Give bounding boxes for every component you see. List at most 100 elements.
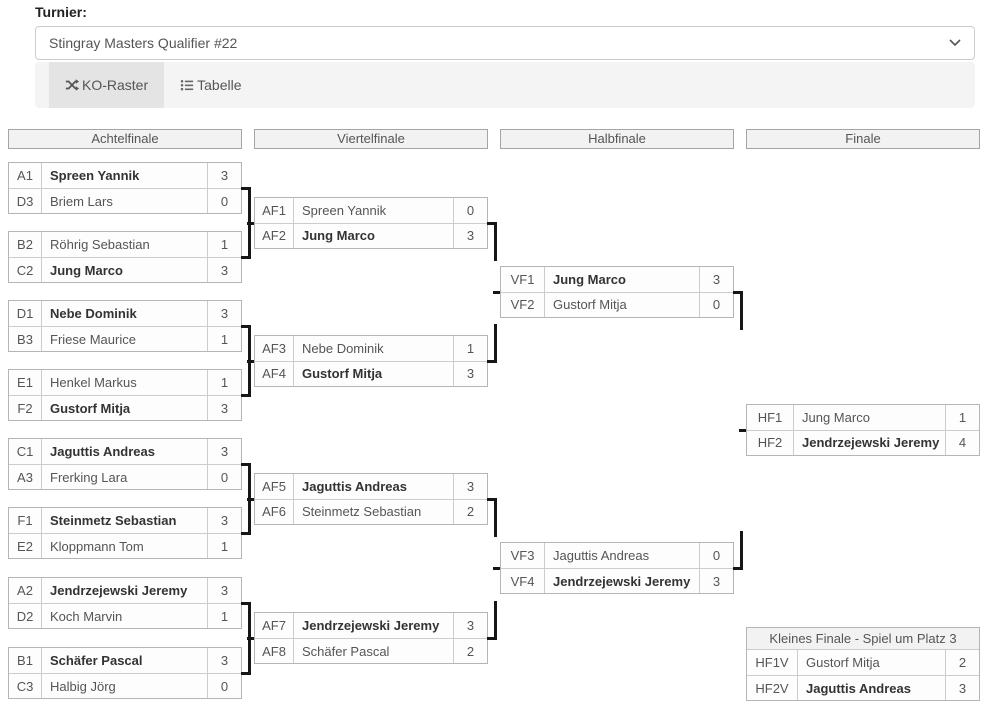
bracket-connector	[740, 531, 743, 571]
match-score: 3	[453, 473, 487, 499]
round-header-finale: Finale	[746, 129, 980, 149]
match-score: 0	[699, 292, 733, 317]
bracket-connector	[494, 323, 497, 363]
player-name: Frerking Lara	[50, 469, 128, 485]
match-score: 0	[207, 465, 241, 489]
match-score: 3	[207, 258, 241, 282]
bracket-connector	[740, 290, 743, 330]
bracket-connector	[248, 187, 251, 225]
match-seed: VF2	[501, 292, 545, 317]
match-seed: HF2	[747, 430, 794, 455]
match-seed: VF3	[501, 543, 545, 569]
match-seed: F1	[9, 508, 42, 533]
bracket-connector	[493, 290, 500, 294]
match-row: AF5 Jaguttis Andreas 3	[255, 473, 487, 499]
match-seed: AF3	[255, 335, 294, 361]
player-name: Jaguttis Andreas	[302, 478, 407, 494]
match-score: 3	[699, 569, 733, 594]
match-score: 4	[945, 430, 979, 455]
bracket-connector	[247, 637, 254, 640]
match-score: 1	[207, 370, 241, 395]
match-row: A3 Frerking Lara 0	[9, 464, 241, 489]
tournament-select-value: Stingray Masters Qualifier #22	[49, 35, 238, 51]
player-name: Jung Marco	[553, 271, 626, 287]
match-row: HF2 Jendrzejewski Jeremy 4	[747, 429, 979, 455]
player-name: Schäfer Pascal	[50, 653, 143, 668]
bracket-connector	[493, 567, 500, 571]
bracket-connector	[733, 290, 743, 294]
bracket-connector	[247, 359, 254, 363]
player-name: Briem Lars	[50, 193, 113, 209]
match-seed: C3	[9, 674, 42, 698]
match-score: 2	[945, 650, 979, 675]
player-name: Halbig Jörg	[50, 678, 116, 694]
tab-tabelle[interactable]: Tabelle	[164, 62, 257, 108]
match-seed: A1	[9, 163, 42, 188]
match-score: 3	[207, 163, 241, 188]
match-seed: A3	[9, 465, 42, 489]
bracket-connector	[248, 637, 251, 675]
player-name: Jaguttis Andreas	[50, 444, 155, 459]
match-seed: VF4	[501, 569, 545, 594]
player-name: Gustorf Mitja	[302, 366, 383, 381]
player-name: Kloppmann Tom	[50, 538, 144, 554]
player-name: Gustorf Mitja	[806, 655, 880, 670]
match-score: 3	[207, 439, 241, 464]
match-seed: A2	[9, 578, 42, 603]
player-name: Jendrzejewski Jeremy	[302, 618, 440, 633]
bracket-connector	[247, 497, 254, 501]
match-seed: HF1V	[747, 650, 798, 675]
match-score: 1	[453, 335, 487, 361]
player-name: Spreen Yannik	[302, 202, 387, 218]
match-seed: E1	[9, 370, 42, 395]
bracket-connector	[494, 601, 497, 640]
match-score: 1	[207, 232, 241, 257]
tournament-select[interactable]: Stingray Masters Qualifier #22	[35, 26, 975, 60]
match-score: 1	[945, 404, 979, 430]
third-place-title: Kleines Finale - Spiel um Platz 3	[747, 628, 979, 650]
player-name: Friese Maurice	[50, 331, 136, 347]
bracket-connector	[248, 463, 251, 501]
tab-ko-raster[interactable]: KO-Raster	[49, 62, 165, 108]
match-score: 3	[699, 266, 733, 292]
player-name: Jaguttis Andreas	[553, 548, 650, 564]
player-name: Jendrzejewski Jeremy	[802, 435, 940, 451]
bracket-connector	[487, 497, 497, 501]
match-seed: HF1	[747, 404, 794, 430]
tab-label: KO-Raster	[82, 77, 149, 93]
match-seed: AF5	[255, 473, 294, 499]
round-header-halbfinale: Halbfinale	[500, 129, 734, 149]
match-score: 3	[207, 648, 241, 673]
match-seed: D3	[9, 189, 42, 213]
match-seed: B3	[9, 327, 42, 351]
bracket-connector	[241, 187, 251, 190]
match-score: 3	[207, 578, 241, 603]
bracket-connector	[487, 637, 497, 640]
